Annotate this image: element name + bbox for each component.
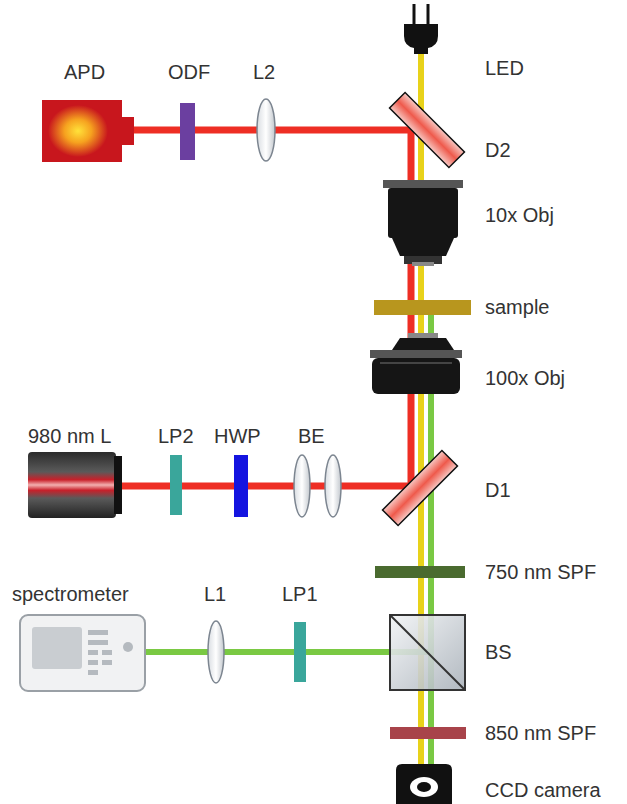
spectrometer-device	[20, 615, 145, 691]
linear-polarizer	[294, 622, 306, 682]
component-label: L2	[253, 60, 275, 84]
emission-beam	[145, 649, 431, 655]
beam-expander-lens	[294, 455, 310, 517]
led-symbol	[404, 4, 438, 54]
short-pass-filter	[390, 727, 466, 739]
component-label: HWP	[214, 424, 261, 448]
component-label: 980 nm L	[28, 424, 111, 448]
od-filter	[180, 103, 195, 160]
component-label: ODF	[168, 60, 210, 84]
half-wave-plate	[234, 455, 248, 517]
short-pass-filter	[375, 566, 465, 578]
component-label: L1	[204, 582, 226, 606]
component-label: 100x Obj	[485, 366, 565, 390]
beam-splitter	[390, 615, 465, 690]
component-label: BS	[485, 640, 512, 664]
component-label: D2	[485, 138, 511, 162]
lens	[257, 99, 275, 161]
component-label: LED	[485, 56, 524, 80]
component-label: APD	[64, 60, 105, 84]
component-label: 10x Obj	[485, 203, 554, 227]
beam-expander-lens	[325, 455, 341, 517]
component-label: 850 nm SPF	[485, 721, 596, 745]
lens	[208, 621, 224, 683]
component-label: spectrometer	[12, 582, 129, 606]
component-label: BE	[298, 424, 325, 448]
sample-slide	[374, 300, 471, 315]
component-label: 750 nm SPF	[485, 560, 596, 584]
component-label: sample	[485, 295, 549, 319]
apd-detector	[42, 100, 134, 162]
objective-10x	[383, 180, 463, 266]
dichroic-mirror	[390, 93, 465, 168]
laser-beam	[120, 483, 414, 490]
dichroic-mirror	[383, 451, 458, 526]
component-label: CCD camera	[485, 778, 601, 802]
ccd-camera	[396, 764, 452, 804]
component-label: D1	[485, 478, 511, 502]
objective-100x	[370, 333, 462, 394]
component-label: LP2	[158, 424, 194, 448]
component-label: LP1	[282, 582, 318, 606]
laser-980nm	[28, 452, 122, 518]
linear-polarizer	[170, 455, 182, 515]
